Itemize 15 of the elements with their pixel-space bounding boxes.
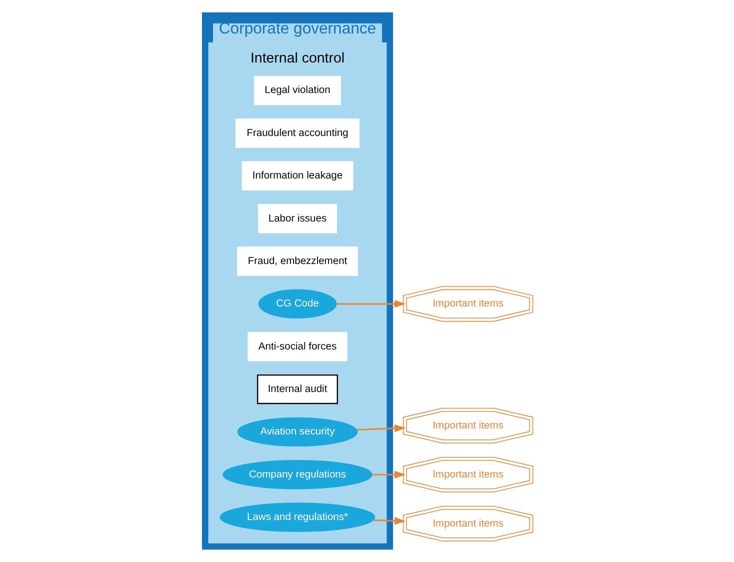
node-ellipse: Laws and regulations* [220, 502, 376, 532]
arrow [372, 470, 406, 478]
arrow [356, 424, 406, 432]
arrow [336, 300, 406, 308]
node-box: Fraudulent accounting [235, 118, 360, 148]
node-box: Anti-social forces [248, 332, 348, 362]
node-box: Legal violation [254, 76, 341, 106]
node-box: Labor issues [258, 204, 338, 234]
arrow [373, 517, 406, 525]
node-box: Fraud, embezzlement [237, 246, 358, 276]
node-ellipse: CG Code [258, 289, 337, 319]
node-box: Information leakage [242, 161, 354, 191]
node-box: Internal audit [257, 374, 338, 404]
node-ellipse: Company regulations [222, 460, 372, 490]
node-ellipse: Aviation security [237, 417, 358, 447]
